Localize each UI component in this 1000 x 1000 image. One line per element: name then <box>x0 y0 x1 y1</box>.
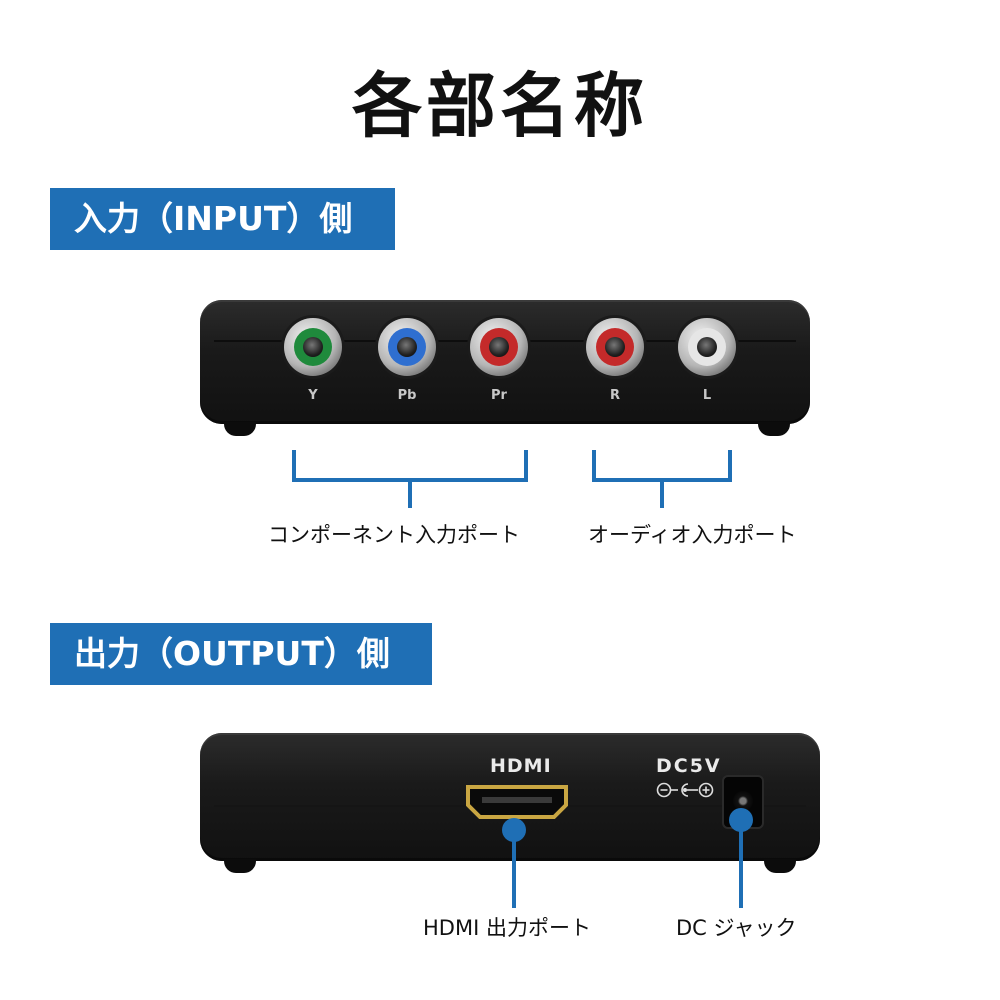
rca-port-pr <box>470 318 528 376</box>
port-label-y: Y <box>308 388 318 403</box>
hdmi-label: HDMI <box>490 755 552 777</box>
input-section-heading: 入力（INPUT）側 <box>50 188 395 250</box>
audio-bracket <box>592 450 732 510</box>
port-label-pr: Pr <box>491 388 507 403</box>
dc-label: DC5V <box>656 755 722 777</box>
rca-port-l <box>678 318 736 376</box>
audio-callout: オーディオ入力ポート <box>588 523 797 547</box>
rca-port-y <box>284 318 342 376</box>
hdmi-pointer <box>502 818 526 908</box>
dc-pointer <box>729 808 753 908</box>
rca-port-r <box>586 318 644 376</box>
component-bracket <box>292 450 528 510</box>
port-label-pb: Pb <box>397 388 417 403</box>
hdmi-port <box>464 783 570 825</box>
hdmi-callout: HDMI 出力ポート <box>423 916 591 940</box>
dc-callout: DC ジャック <box>676 916 797 940</box>
page-title: 各部名称 <box>352 65 648 147</box>
output-section-heading: 出力（OUTPUT）側 <box>50 623 432 685</box>
polarity-icon <box>656 781 714 803</box>
port-label-l: L <box>702 388 712 403</box>
rca-port-pb <box>378 318 436 376</box>
port-label-r: R <box>609 388 620 403</box>
component-callout: コンポーネント入力ポート <box>268 523 520 547</box>
input-device: Y Pb Pr R L <box>200 300 810 436</box>
